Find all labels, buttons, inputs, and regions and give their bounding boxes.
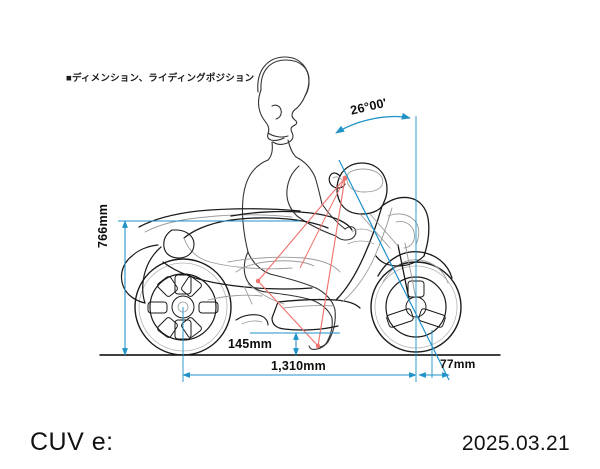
vehicle-illustration — [99, 56, 501, 356]
model-name: CUV e: — [30, 428, 114, 456]
page-title: ■ディメンション、ライディングポジション — [66, 73, 255, 84]
dimension-label-trail: 77mm — [440, 357, 476, 371]
rider-figure — [241, 56, 357, 350]
dimension-label-ground-clearance: 145mm — [228, 337, 273, 351]
dimension-label-wheelbase: 1,310mm — [271, 359, 326, 373]
ergonomic-triangle — [255, 175, 348, 349]
drawing-date: 2025.03.21 — [461, 432, 570, 455]
dimension-label-seat-height: 766mm — [96, 203, 110, 248]
dimension-lines — [118, 112, 450, 382]
scooter-bodywork — [120, 162, 430, 331]
